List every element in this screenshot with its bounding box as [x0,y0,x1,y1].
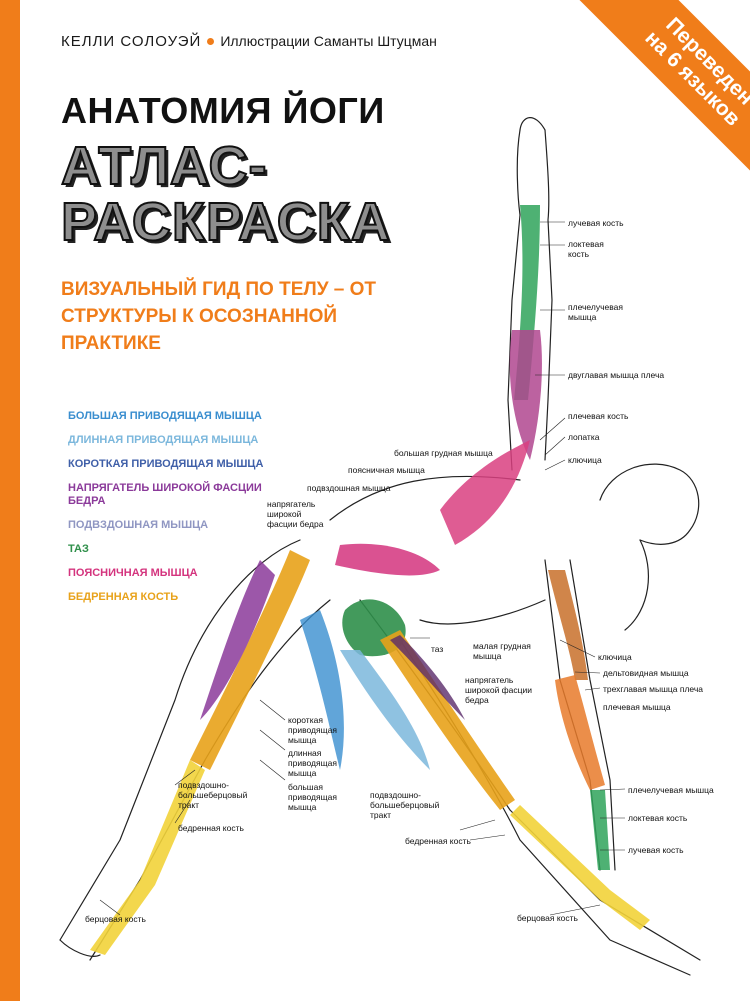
label-iliacus: подвздошная мышца [307,483,391,493]
label-humerus-bottom: плечевая мышца [603,702,671,712]
label-deltoid: дельтовидная мышца [603,668,689,678]
pectoralis-muscle [440,440,530,545]
legend-psoas: ПОЯСНИЧНАЯ МЫШЦА [68,567,198,579]
label-it-band-right: подвздошно-большеберцовый тракт [370,790,440,820]
head-outline [599,463,700,545]
label-biceps: двуглавая мышца плеча [568,370,665,380]
rib-lines [399,539,491,571]
legend-adductor-longus: ДЛИННАЯ ПРИВОДЯЩАЯ МЫШЦА [68,434,259,446]
legend-tfl: НАПРЯГАТЕЛЬ ШИРОКОЙ ФАСЦИИ БЕДРА [68,482,262,507]
legend-pelvis: ТАЗ [68,543,89,555]
label-radius-bottom: лучевая кость [628,845,684,855]
author-line: КЕЛЛИ СОЛОУЭЙ Иллюстрации Саманты Штуцман [61,33,437,50]
legend-iliacus: ПОДВЗДОШНАЯ МЫШЦА [68,519,209,531]
triceps-muscle [555,675,605,790]
deltoid-muscle [548,570,588,680]
label-triceps: трехглавая мышца плеча [603,684,704,694]
label-femur-left: бедренная кость [178,823,244,833]
label-tibia-right: берцовая кость [517,913,578,923]
label-it-band-left: подвздошно-большеберцовый тракт [178,780,248,810]
legend-adductor-brevis: КОРОТКАЯ ПРИВОДЯЩАЯ МЫШЦА [68,458,264,470]
left-femur [190,550,310,770]
label-pelvis: таз [431,644,444,654]
label-psoas: поясничная мышца [348,465,425,475]
legend-femur: БЕДРЕННАЯ КОСТЬ [68,591,179,603]
lower-forearm-muscle [590,790,610,870]
label-tibia-left: берцовая кость [85,914,146,924]
right-tfl-muscle [390,635,465,720]
biceps-muscle [509,330,542,460]
label-adductor-magnus: большая приводящая мышца [288,782,337,812]
label-humerus-top: плечевая кость [568,411,629,421]
label-femur-right: бедренная кость [405,836,471,846]
label-tfl-right: напрягатель широкой фасции бедра [465,675,533,705]
label-tfl-left: напрягатель широкой фасции бедра [267,499,324,529]
book-title: АНАТОМИЯ ЙОГИ [61,90,385,131]
label-brachioradialis-bottom: плечелучевая мышца [628,785,714,795]
adductor-magnus [300,610,344,770]
right-tibia [510,805,650,930]
label-scapula: лопатка [568,432,600,442]
title-line2: АТЛАС- [60,136,268,196]
label-clavicle-top: ключица [568,455,602,465]
label-adductor-brevis: короткая приводящая мышца [288,715,337,745]
illustrator-credit: Иллюстрации Саманты Штуцман [220,33,437,49]
legend-adductor-magnus: БОЛЬШАЯ ПРИВОДЯЩАЯ МЫШЦА [68,410,262,422]
label-ulna-top: локтевая кость [568,239,604,259]
label-ulna-bottom: локтевая кость [628,813,688,823]
psoas-muscle [335,543,440,576]
book-spine-stripe [0,0,20,1001]
title-line3: РАСКРАСКА [60,192,391,252]
separator-dot [207,37,215,45]
label-pectoralis-minor: малая грудная мышца [473,641,531,661]
book-subtitle: ВИЗУАЛЬНЫЙ ГИД ПО ТЕЛУ – ОТ СТРУКТУРЫ К … [61,279,377,354]
label-brachioradialis-top: плечелучевая мышца [568,302,623,322]
left-tfl-muscle [200,560,275,720]
left-tibia [90,760,205,955]
book-title-outline: АТЛАС- РАСКРАСКА [60,136,391,252]
author-name: КЕЛЛИ СОЛОУЭЙ [61,33,202,50]
label-pectoralis-major: большая грудная мышца [394,448,493,458]
raised-arm-outline [507,129,521,471]
right-femur [380,630,515,810]
label-radius-top: лучевая кость [568,218,624,228]
label-clavicle-bottom: ключица [598,652,632,662]
color-legend: БОЛЬШАЯ ПРИВОДЯЩАЯ МЫШЦА ДЛИННАЯ ПРИВОДЯ… [68,410,298,615]
left-leg-outline [59,539,301,941]
adductor-longus [340,650,430,770]
label-adductor-longus: длинная приводящая мышца [288,748,337,778]
